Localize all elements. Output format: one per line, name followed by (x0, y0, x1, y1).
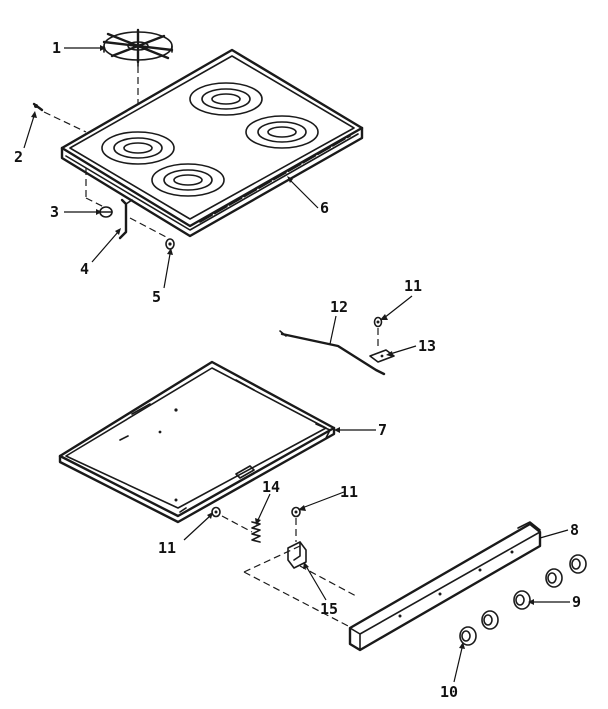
screw-part-5 (165, 238, 175, 250)
burner-opening-front-right (245, 115, 319, 149)
callout-13: 13 (418, 337, 436, 355)
callout-12: 12 (330, 298, 348, 316)
callout-3: 3 (50, 203, 59, 221)
callout-14: 14 (262, 478, 280, 496)
hinge-bracket-part-4 (118, 198, 133, 240)
knob-5 (569, 554, 587, 574)
callout-2: 2 (14, 148, 23, 166)
callout-9: 9 (572, 593, 581, 611)
knob-3 (513, 590, 531, 610)
knob-1 (459, 626, 477, 646)
control-panel (348, 521, 542, 652)
callout-11-top: 11 (404, 277, 422, 295)
bracket-part-15 (287, 541, 307, 569)
bracket-guide-lines (243, 545, 357, 629)
screw-2-guide-line (43, 111, 87, 133)
callout-6: 6 (320, 199, 329, 217)
burner-opening-front-left (151, 163, 225, 197)
top-panel-tray (58, 360, 336, 524)
screw-part-11-right (291, 506, 301, 518)
callout-15: 15 (320, 600, 338, 618)
knob-4 (545, 568, 563, 588)
clip-part-13 (369, 349, 395, 363)
callout-5: 5 (152, 288, 161, 306)
screw-part-11-top (373, 316, 383, 328)
screw-11-guide-line-left (221, 515, 253, 533)
callout-1: 1 (52, 39, 61, 57)
callout-11-left: 11 (158, 539, 176, 557)
burner-grate (102, 28, 174, 67)
burner-opening-rear-left (101, 131, 175, 165)
callout-10: 10 (440, 683, 458, 701)
bracket-guide-line (129, 217, 169, 239)
callout-4: 4 (80, 260, 89, 278)
spring-part-14 (251, 521, 261, 543)
cooktop (60, 48, 364, 238)
screw-part-2 (32, 102, 44, 112)
knob-2 (481, 610, 499, 630)
screw-part-11-left (211, 506, 221, 518)
callout-labels: 1 2 3 4 5 6 7 8 9 10 11 11 11 12 13 14 1… (14, 39, 581, 701)
callout-11-right: 11 (340, 483, 358, 501)
leader-lines (23, 45, 570, 683)
callout-8: 8 (570, 521, 579, 539)
support-rod-part-12 (279, 330, 386, 376)
callout-7: 7 (378, 421, 387, 439)
burner-opening-rear-right (189, 82, 263, 116)
